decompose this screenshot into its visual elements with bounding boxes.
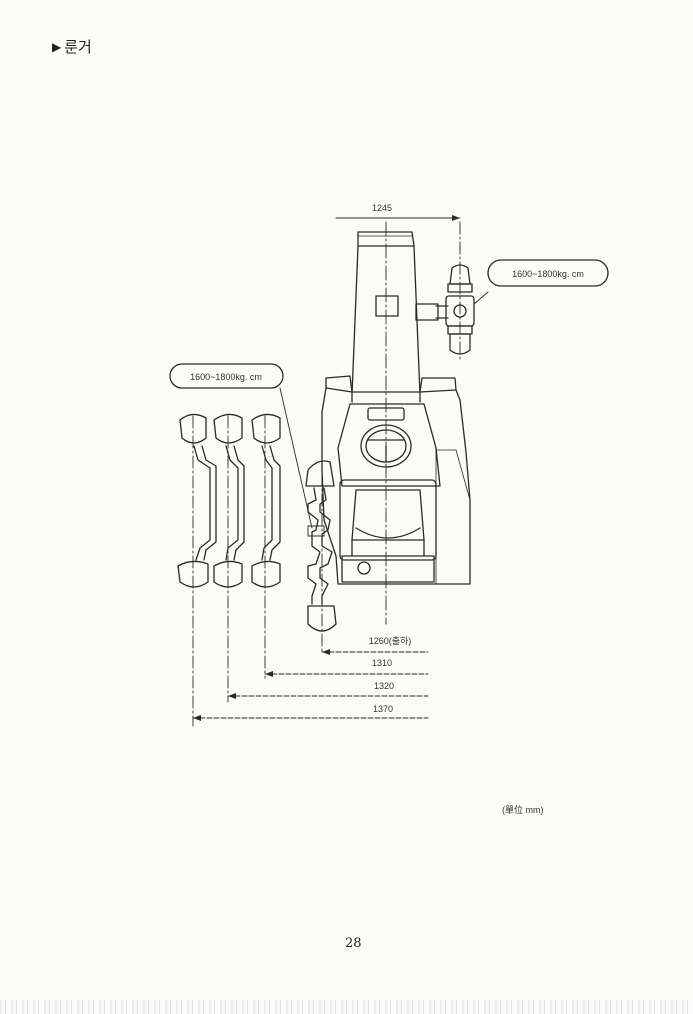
section-title-text: 룬거	[64, 38, 92, 56]
dimension-1260: 1260(출하)	[321, 636, 429, 655]
wheel-profile-1370	[177, 413, 217, 727]
dimension-1320-label: 1320	[374, 681, 394, 691]
dimension-1310: 1310	[264, 658, 429, 677]
wheel-profile-1320	[213, 413, 245, 703]
section-title: ▶ 룬거	[52, 36, 92, 57]
unit-note: (單位 mm)	[502, 805, 544, 815]
callout-top-right: 1600~1800kg. cm	[487, 259, 609, 287]
dimension-top-width: 1245	[335, 203, 461, 221]
dimension-1260-label: 1260(출하)	[369, 636, 412, 646]
page-number: 28	[345, 936, 362, 951]
dimension-1320: 1320	[227, 681, 429, 699]
dimension-1370: 1370	[192, 704, 429, 721]
callout-left-text: 1600~1800kg. cm	[190, 372, 262, 382]
wheel-profile-1310	[251, 413, 281, 679]
wheel-top-right	[415, 221, 489, 361]
dimension-1310-label: 1310	[372, 658, 392, 668]
dimension-top-label: 1245	[372, 203, 392, 213]
callout-left: 1600~1800kg. cm	[169, 363, 313, 529]
callout-top-right-text: 1600~1800kg. cm	[512, 269, 584, 279]
scan-edge-artifact	[0, 1000, 693, 1014]
wheel-mounted-left	[305, 453, 337, 653]
tractor-body	[321, 221, 471, 625]
triangle-marker-icon: ▶	[52, 39, 62, 54]
dimension-1370-label: 1370	[373, 704, 393, 714]
